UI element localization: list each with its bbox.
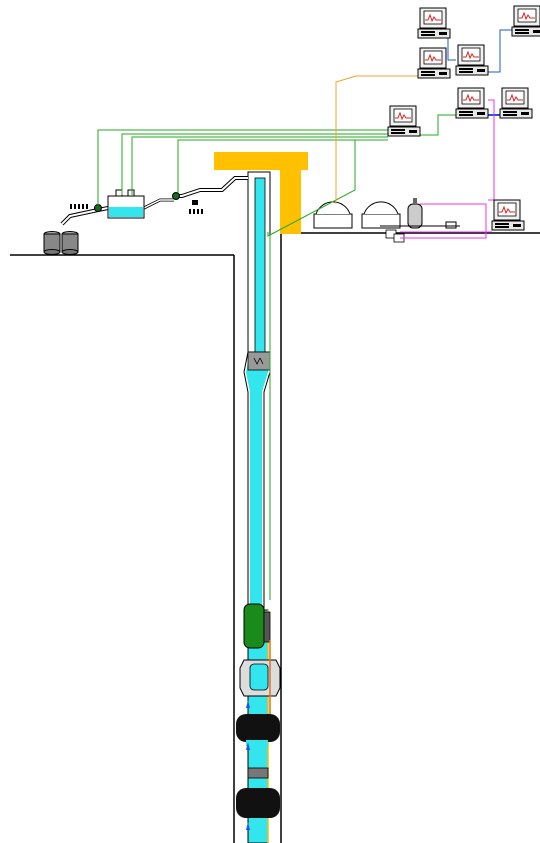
lower-packer [236,742,280,830]
ground-surface [10,232,540,843]
flowline [60,176,248,226]
cable-reel-units [313,198,457,243]
downhole-gauge-carrier [239,603,281,715]
workstation-icon [387,105,421,137]
workstation-icon [499,87,533,119]
workstation-icon [511,5,540,37]
separator-tank [107,189,145,219]
workstation-icon [455,87,489,119]
workstation-icon [491,199,525,231]
sensor-valves [70,192,203,214]
storage-drums [43,231,79,255]
drilling-rig [214,152,308,234]
workstation-icon [455,44,489,76]
workstation-icon [417,7,451,39]
upper-packer [236,700,280,746]
workstation-icon [417,47,451,79]
monitoring-workstations [387,5,540,231]
